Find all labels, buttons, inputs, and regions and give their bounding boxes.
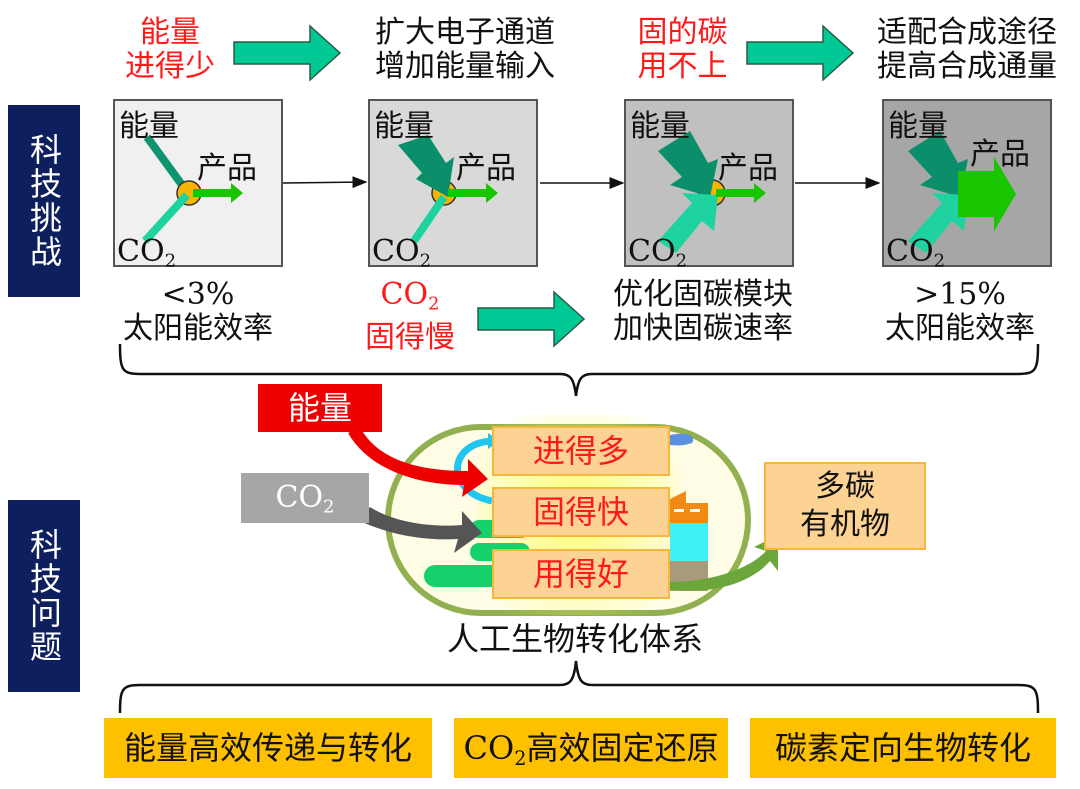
panel-4-co2-label: CO2 <box>886 233 946 271</box>
teal-arrow-2-icon <box>746 24 855 82</box>
problem-energy-low: 能量 进得少 <box>115 16 225 84</box>
solution-adapt-pathway: 适配合成途径 提高合成通量 <box>862 16 1072 84</box>
panel-1-co2-label: CO2 <box>117 233 177 271</box>
panel-3-co2-label: CO2 <box>628 233 688 271</box>
start-efficiency: <3% 太阳能效率 <box>108 278 288 346</box>
cyan-block <box>670 523 708 561</box>
panel-4-energy-label: 能量 <box>888 109 948 144</box>
output-box: 多碳 有机物 <box>764 462 926 550</box>
topic-energy-transfer: 能量高效传递与转化 <box>104 718 432 778</box>
stage-panel-4: 能量 产品 CO2 <box>882 99 1052 271</box>
problem-3-text: 固得慢 <box>365 320 455 356</box>
panel-1-energy-label: 能量 <box>119 109 179 144</box>
flux-diagram-2-icon <box>398 135 498 244</box>
teal-arrow-1-icon <box>233 24 342 82</box>
step-box-use-well: 用得好 <box>492 549 670 599</box>
connector-1 <box>282 176 368 189</box>
system-caption-text: 人工生物转化体系 <box>446 620 703 658</box>
output-line-1: 多碳 <box>815 469 875 504</box>
topic-2-prefix-sub: 2 <box>514 746 527 770</box>
end-efficiency-value: >15% <box>914 277 1006 312</box>
panel-connectors <box>282 176 881 189</box>
flux-diagram-1-icon <box>142 134 243 244</box>
problem-3-co2: CO2 <box>380 277 440 315</box>
stage-panel-1: 能量 产品 CO2 <box>113 99 283 271</box>
stage-panel-2: 能量 产品 CO2 <box>368 99 538 271</box>
solution-3-line-1: 优化固碳模块 <box>613 277 793 312</box>
end-efficiency: >15% 太阳能效率 <box>870 278 1050 346</box>
blue-blob <box>670 433 694 446</box>
problem-1-line-2: 进得少 <box>125 49 215 84</box>
side-label-problem-text: 科技问题 <box>25 528 63 664</box>
panel-2-co2-label: CO2 <box>372 233 432 271</box>
solution-1-line-1: 扩大电子通道 <box>375 15 555 50</box>
topic-carbon-conversion: 碳素定向生物转化 <box>750 718 1056 778</box>
panel-2-energy-label: 能量 <box>374 109 434 144</box>
topic-2-text: 高效固定还原 <box>526 729 719 767</box>
topic-2-prefix: CO <box>463 729 515 767</box>
solution-optimize-fixation: 优化固碳模块 加快固碳速率 <box>598 278 808 346</box>
solution-3-line-2: 加快固碳速率 <box>613 311 793 346</box>
output-line-2: 有机物 <box>800 507 890 542</box>
panel-3-energy-label: 能量 <box>630 109 690 144</box>
panel-4-product-label: 产品 <box>970 137 1030 172</box>
co2-input-label: CO <box>275 480 324 515</box>
start-efficiency-label: 太阳能效率 <box>123 311 273 346</box>
energy-arrow-icon <box>348 427 488 497</box>
panel-1-product-label: 产品 <box>197 151 257 186</box>
co2-arrow-icon <box>360 507 482 553</box>
lower-brace <box>118 660 1040 714</box>
co2-input-sub: 2 <box>323 496 335 518</box>
step-3-label: 用得好 <box>532 555 629 593</box>
problem-co2-slow: CO2 固得慢 <box>355 278 465 355</box>
flux-diagram-3-icon <box>658 131 766 253</box>
solution-2-line-2: 提高合成通量 <box>877 49 1057 84</box>
side-label-problem: 科技问题 <box>8 500 80 692</box>
side-label-challenge-text: 科技挑战 <box>25 133 63 269</box>
topic-3-text: 碳素定向生物转化 <box>774 729 1031 767</box>
problem-2-line-1: 固的碳 <box>637 15 728 50</box>
solution-2-line-1: 适配合成途径 <box>877 15 1057 50</box>
stage-panel-3: 能量 产品 CO2 <box>624 99 794 271</box>
problem-1-line-1: 能量 <box>140 15 200 50</box>
topic-co2-fixation: CO2高效固定还原 <box>454 718 728 778</box>
co2-input-box: CO2 <box>241 473 369 523</box>
solution-1-line-2: 增加能量输入 <box>375 49 555 84</box>
problem-carbon-unused: 固的碳 用不上 <box>625 16 740 84</box>
energy-input-label: 能量 <box>287 389 352 427</box>
system-caption: 人工生物转化体系 <box>400 614 750 660</box>
step-box-fix-fast: 固得快 <box>492 487 670 537</box>
output-arrow-icon <box>640 535 778 591</box>
blue-cycle-arrow-icon <box>454 437 493 505</box>
upper-brace <box>118 343 1040 397</box>
end-efficiency-label: 太阳能效率 <box>885 311 1035 346</box>
solution-expand-electron: 扩大电子通道 增加能量输入 <box>360 16 570 84</box>
panel-2-product-label: 产品 <box>456 151 516 186</box>
flux-diagram-4-icon <box>908 131 1016 253</box>
teal-arrow-3-icon <box>477 290 586 348</box>
step-box-energy-in: 进得多 <box>492 426 670 476</box>
orange-roof <box>670 491 708 523</box>
start-efficiency-value: <3% <box>161 277 235 312</box>
side-label-challenge: 科技挑战 <box>8 105 80 297</box>
topic-1-text: 能量高效传递与转化 <box>123 729 412 767</box>
panel-3-product-label: 产品 <box>718 151 778 186</box>
step-2-label: 固得快 <box>532 493 629 531</box>
problem-2-line-2: 用不上 <box>637 49 728 84</box>
energy-input-box: 能量 <box>258 384 382 432</box>
step-1-label: 进得多 <box>532 432 629 470</box>
